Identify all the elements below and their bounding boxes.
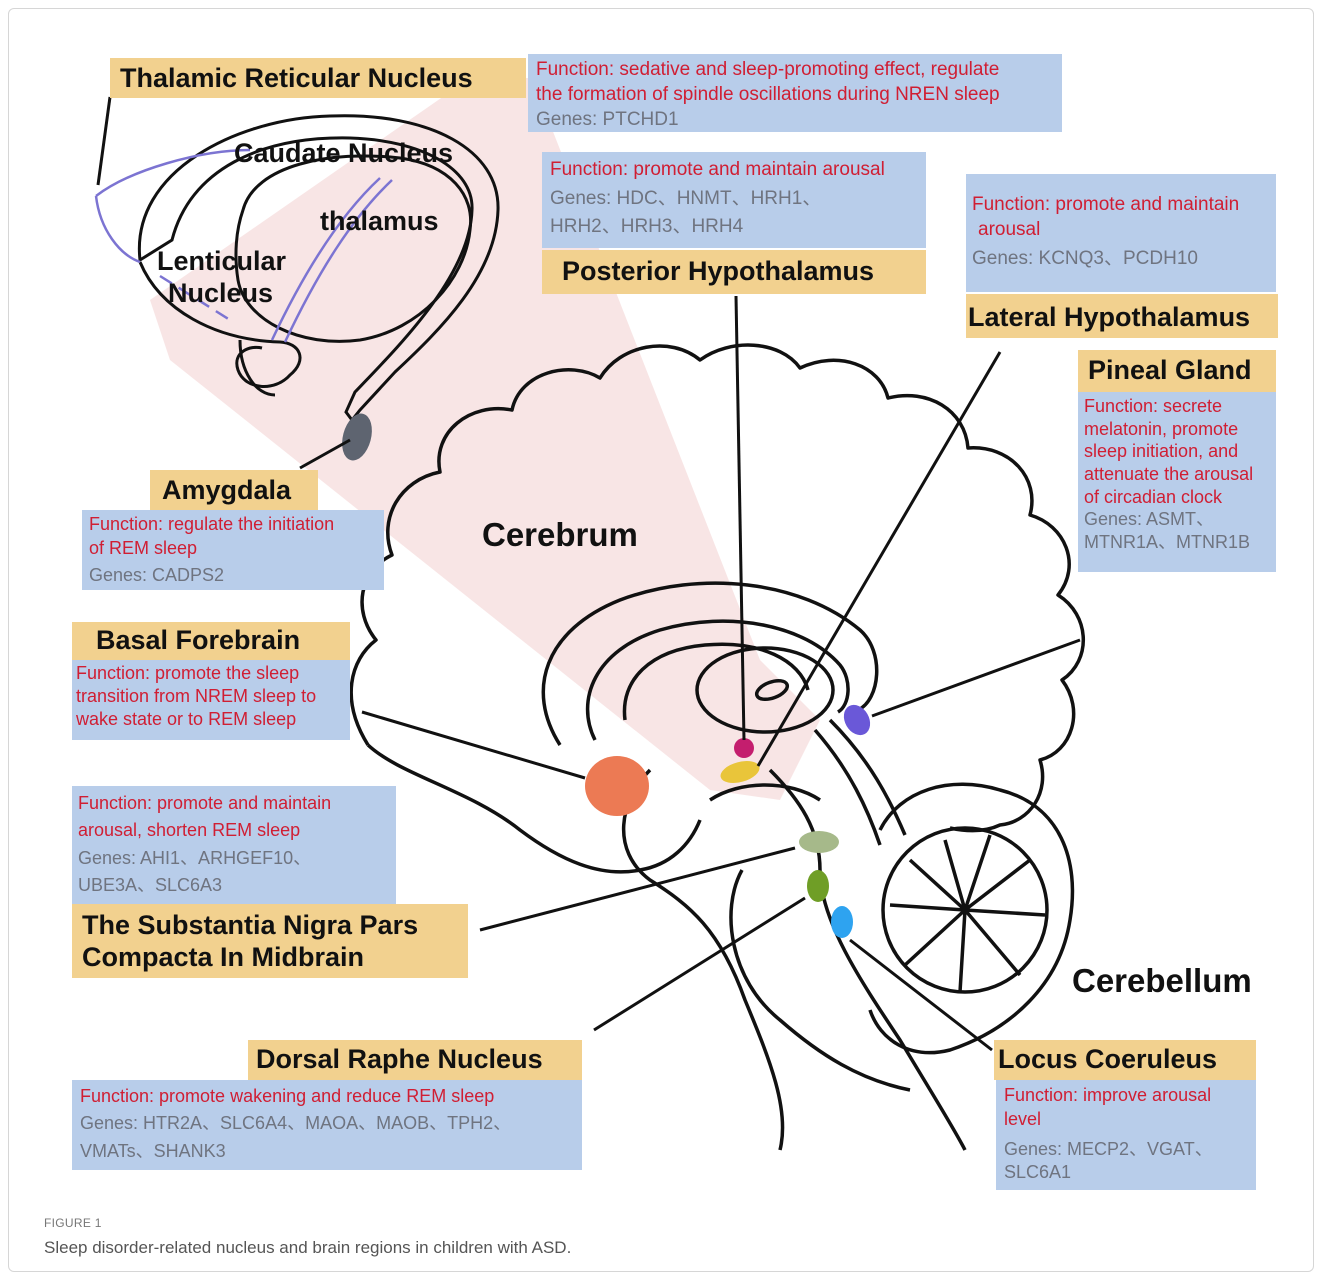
substantia-nigra-title: The Substantia Nigra Pars Compacta In Mi… <box>72 904 468 978</box>
thalamic-reticular-info: Function: sedative and sleep-promoting e… <box>528 54 1062 132</box>
posterior-hypothalamus-genes-2: HRH2、HRH3、HRH4 <box>550 213 918 242</box>
locus-coeruleus-genes-2: SLC6A1 <box>1004 1161 1248 1185</box>
dorsal-raphe-function: Function: promote wakening and reduce RE… <box>80 1083 574 1110</box>
fourth-ventricle <box>830 720 905 835</box>
lateral-hypothalamus-title: Lateral Hypothalamus <box>966 294 1278 338</box>
pineal-gland-genes-1: Genes: ASMT、 <box>1084 508 1270 531</box>
thalamic-reticular-title: Thalamic Reticular Nucleus <box>110 58 526 98</box>
pineal-gland-function-5: of circadian clock <box>1084 486 1270 509</box>
basal-forebrain-pointer <box>362 712 585 778</box>
pineal-gland-title: Pineal Gland <box>1078 350 1276 392</box>
locus-coeruleus-function-2: level <box>1004 1108 1248 1132</box>
substantia-nigra-dot <box>799 831 839 853</box>
dorsal-raphe-title: Dorsal Raphe Nucleus <box>248 1040 582 1080</box>
lateral-hypothalamus-genes: Genes: KCNQ3、PCDH10 <box>972 246 1270 271</box>
dorsal-raphe-genes-1: Genes: HTR2A、SLC6A4、MAOA、MAOB、TPH2、 <box>80 1110 574 1137</box>
thalamic-reticular-genes: Genes: PTCHD1 <box>536 107 1054 132</box>
cerebellum-label: Cerebellum <box>1072 962 1252 1000</box>
substantia-nigra-info: Function: promote and maintain arousal, … <box>72 786 396 904</box>
lenticular-label-line1: Lenticular <box>157 246 286 277</box>
basal-forebrain-dot <box>585 756 649 816</box>
pineal-gland-function-3: sleep initiation, and <box>1084 440 1270 463</box>
substantia-nigra-title-line2: Compacta In Midbrain <box>82 941 458 973</box>
basal-forebrain-function-3: wake state or to REM sleep <box>76 708 346 731</box>
dorsal-raphe-info: Function: promote wakening and reduce RE… <box>72 1080 582 1170</box>
locus-coeruleus-title: Locus Coeruleus <box>994 1040 1256 1080</box>
caudate-label: Caudate Nucleus <box>234 138 453 169</box>
substantia-nigra-genes-1: Genes: AHI1、ARHGEF10、 <box>78 845 390 872</box>
lateral-hypothalamus-pointer <box>758 352 1000 766</box>
basal-forebrain-title: Basal Forebrain <box>72 622 350 660</box>
thalamic-reticular-function-2: the formation of spindle oscillations du… <box>536 82 1054 107</box>
posterior-hypothalamus-info: Function: promote and maintain arousal G… <box>542 152 926 248</box>
locus-coeruleus-function-1: Function: improve arousal <box>1004 1084 1248 1108</box>
lenticular-label-line2: Nucleus <box>168 278 273 309</box>
amygdala-genes: Genes: CADPS2 <box>89 564 377 588</box>
locus-coeruleus-genes-1: Genes: MECP2、VGAT、 <box>1004 1138 1248 1162</box>
pineal-gland-genes-2: MTNR1A、MTNR1B <box>1084 531 1270 554</box>
amygdala-function-1: Function: regulate the initiation <box>89 513 377 537</box>
amygdala-function-2: of REM sleep <box>89 537 377 561</box>
thalamus-label: thalamus <box>320 206 439 237</box>
thalamic-reticular-pointer <box>98 97 110 185</box>
substantia-nigra-function-2: arousal, shorten REM sleep <box>78 817 390 844</box>
posterior-hypothalamus-dot <box>734 738 754 758</box>
lateral-hypothalamus-function-1: Function: promote and maintain <box>972 192 1270 217</box>
posterior-hypothalamus-genes-1: Genes: HDC、HNMT、HRH1、 <box>550 185 918 214</box>
figure-caption: Sleep disorder-related nucleus and brain… <box>44 1238 571 1258</box>
pineal-gland-function-4: attenuate the arousal <box>1084 463 1270 486</box>
dorsal-raphe-genes-2: VMATs、SHANK3 <box>80 1138 574 1165</box>
lateral-hypothalamus-info: Function: promote and maintain arousal G… <box>966 174 1276 292</box>
cerebrum-label: Cerebrum <box>482 516 638 554</box>
pineal-gland-function-1: Function: secrete <box>1084 395 1270 418</box>
pineal-gland-pointer <box>872 640 1080 716</box>
dorsal-raphe-dot <box>807 870 829 902</box>
basal-forebrain-function-2: transition from NREM sleep to <box>76 685 346 708</box>
pineal-gland-info: Function: secrete melatonin, promote sle… <box>1078 392 1276 572</box>
locus-coeruleus-dot <box>831 906 853 938</box>
pineal-gland-function-2: melatonin, promote <box>1084 418 1270 441</box>
posterior-hypothalamus-title: Posterior Hypothalamus <box>542 250 926 294</box>
posterior-hypothalamus-function: Function: promote and maintain arousal <box>550 156 918 185</box>
substantia-nigra-genes-2: UBE3A、SLC6A3 <box>78 872 390 899</box>
basal-forebrain-info: Function: promote the sleep transition f… <box>72 660 350 740</box>
basal-forebrain-function-1: Function: promote the sleep <box>76 662 346 685</box>
substantia-nigra-pointer <box>480 848 795 930</box>
amygdala-title: Amygdala <box>150 470 318 510</box>
figure-label: FIGURE 1 <box>44 1216 102 1230</box>
amygdala-info: Function: regulate the initiation of REM… <box>82 510 384 590</box>
thalamic-reticular-function-1: Function: sedative and sleep-promoting e… <box>536 57 1054 82</box>
fourth-ventricle-inner <box>815 730 880 845</box>
lateral-hypothalamus-function-2: arousal <box>972 217 1270 242</box>
brainstem-back <box>770 770 965 1150</box>
substantia-nigra-function-1: Function: promote and maintain <box>78 790 390 817</box>
locus-coeruleus-info: Function: improve arousal level Genes: M… <box>996 1080 1256 1190</box>
substantia-nigra-title-line1: The Substantia Nigra Pars <box>82 909 458 941</box>
